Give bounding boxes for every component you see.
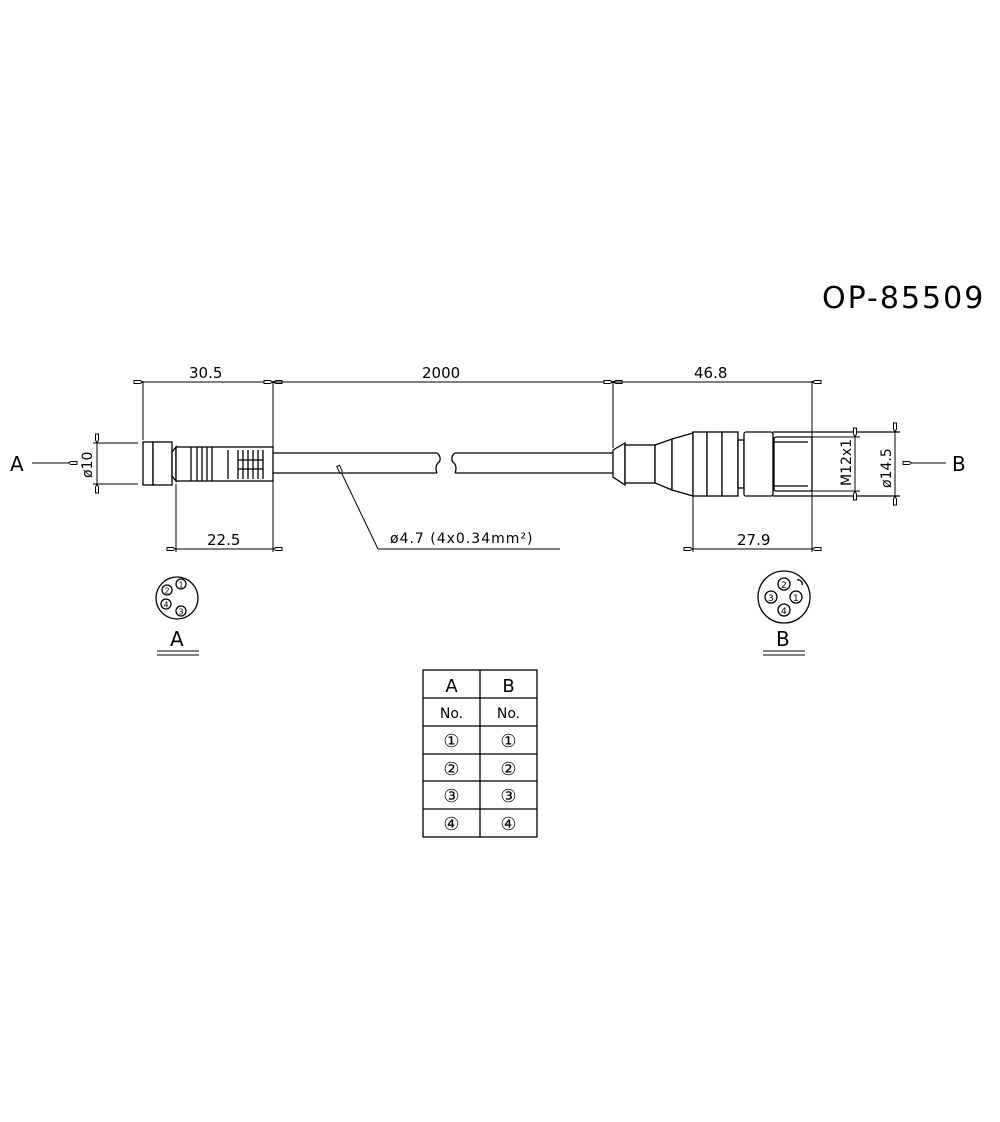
part-number: OP-85509 (822, 281, 985, 316)
dim-connector-a-grip: 22.5 (207, 531, 240, 549)
table-row-3-a: ③ (443, 786, 459, 807)
dim-a-diameter-lines (93, 443, 138, 484)
table-header-b: B (502, 676, 514, 697)
svg-text:3: 3 (179, 608, 184, 617)
table-row-1-b: ① (500, 731, 516, 752)
bottom-dimension-lines (176, 484, 812, 552)
table-header-a: A (445, 676, 458, 697)
cable (273, 452, 613, 474)
pin-face-b: 2 3 1 4 B (757, 570, 811, 656)
end-b-label: B (952, 452, 966, 476)
svg-text:2: 2 (165, 587, 170, 596)
end-a-label: A (10, 452, 24, 476)
table-subheader-a: No. (440, 706, 463, 722)
dim-connector-a-length: 30.5 (189, 364, 222, 382)
dim-connector-b-length: 46.8 (694, 364, 727, 382)
dim-cable-length: 2000 (422, 364, 460, 382)
table-row-1-a: ① (443, 731, 459, 752)
pin-face-a: 1 2 3 4 A (155, 576, 199, 656)
top-dimension-lines (143, 381, 812, 552)
pin-face-b-label: B (776, 627, 790, 651)
connector-b (612, 431, 900, 497)
table-row-4-a: ④ (443, 814, 459, 835)
dim-connector-a-diameter: ø10 (80, 452, 96, 478)
pin-face-a-label: A (170, 627, 184, 651)
cable-spec-leader (342, 474, 560, 550)
svg-text:1: 1 (179, 581, 184, 590)
svg-text:2: 2 (781, 581, 787, 591)
svg-text:1: 1 (793, 594, 799, 604)
svg-text:4: 4 (781, 607, 787, 617)
dim-connector-b-grip: 27.9 (737, 531, 770, 549)
dim-connector-b-thread: M12x1 (839, 439, 855, 486)
wiring-table: A B No. No. ① ① ② ② ③ ③ ④ ④ (422, 669, 538, 838)
table-row-2-b: ② (500, 759, 516, 780)
dim-b-thread-lines (812, 432, 895, 496)
table-row-4-b: ④ (500, 814, 516, 835)
cable-spec-label: ø4.7 (4x0.34mm²) (390, 531, 533, 547)
table-row-2-a: ② (443, 759, 459, 780)
svg-text:3: 3 (768, 594, 774, 604)
table-row-3-b: ③ (500, 786, 516, 807)
connector-a (142, 441, 274, 486)
svg-text:4: 4 (164, 601, 169, 610)
dim-connector-b-diameter: ø14.5 (879, 448, 895, 488)
table-subheader-b: No. (497, 706, 520, 722)
